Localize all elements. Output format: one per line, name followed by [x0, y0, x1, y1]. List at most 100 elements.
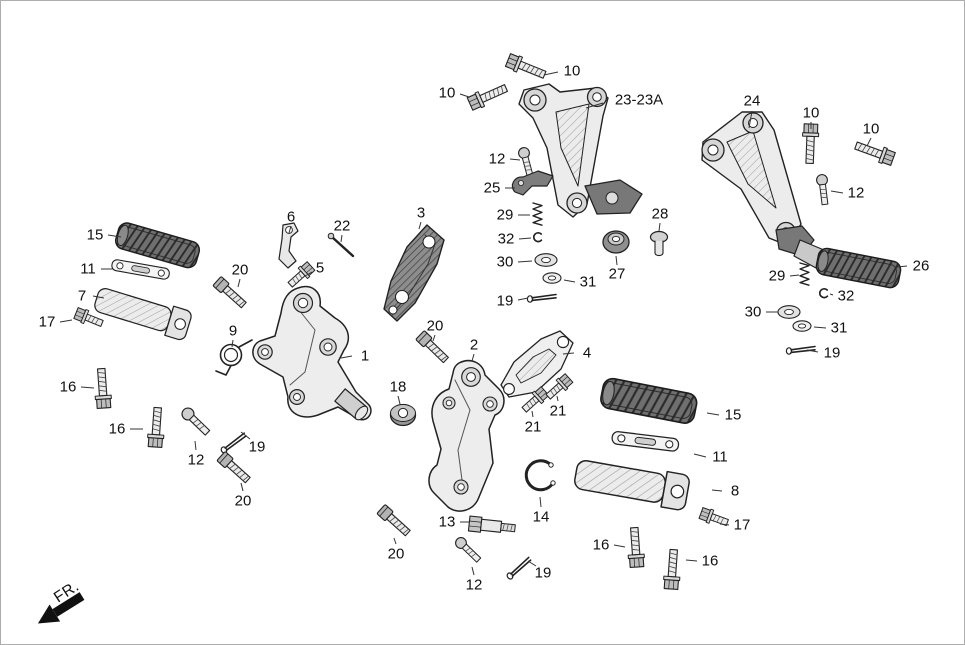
leader-line-31 [563, 279, 576, 283]
callout-12: 12 [466, 577, 483, 594]
leader-line-8 [711, 489, 723, 492]
callout-17: 17 [734, 517, 751, 534]
leader-line-14 [539, 496, 542, 508]
callout-21: 21 [550, 403, 567, 420]
callout-23-23A: 23-23A [615, 92, 663, 109]
leader-line-29 [789, 274, 800, 277]
callout-20: 20 [232, 262, 249, 279]
callout-9: 9 [229, 323, 237, 340]
leader-line-20 [393, 537, 397, 545]
callout-16: 16 [702, 553, 719, 570]
part-step-bracket-24 [701, 111, 815, 257]
part-washer-31-top [542, 272, 562, 284]
callout-30: 30 [745, 304, 762, 321]
leader-line-12 [471, 566, 475, 576]
callout-13: 13 [439, 514, 456, 531]
callout-10: 10 [564, 63, 581, 80]
diagram-parts [72, 52, 903, 591]
part-switch-bolt-13 [467, 515, 516, 533]
callout-15: 15 [87, 227, 104, 244]
leader-line-7 [92, 295, 105, 299]
part-main-bracket-2 [428, 359, 505, 512]
callout-16: 16 [593, 537, 610, 554]
leader-line-10 [459, 93, 470, 98]
leader-line-16 [685, 559, 698, 562]
leader-line-26 [896, 265, 908, 268]
leader-line-32 [829, 293, 834, 296]
leader-line-19 [517, 297, 529, 301]
part-footpeg-26 [793, 239, 903, 290]
callout-31: 31 [580, 274, 597, 291]
leader-line-22 [340, 234, 343, 243]
leader-line-11 [693, 453, 707, 458]
leader-line-3 [418, 221, 422, 230]
callout-32: 32 [838, 288, 855, 305]
leader-line-28 [658, 222, 661, 232]
callout-19: 19 [497, 293, 514, 310]
callout-2: 2 [470, 337, 478, 354]
part-pin-28 [649, 230, 669, 257]
part-pin-22 [327, 232, 355, 258]
callout-19: 19 [249, 439, 266, 456]
callout-11: 11 [712, 449, 728, 466]
callout-31: 31 [831, 320, 848, 337]
callout-25: 25 [484, 180, 501, 197]
callout-12: 12 [188, 452, 205, 469]
leader-line-18 [397, 395, 401, 405]
callout-26: 26 [913, 258, 930, 275]
callout-20: 20 [427, 318, 444, 335]
leader-line-17 [59, 319, 73, 323]
callout-27: 27 [609, 266, 626, 283]
leader-line-12 [830, 190, 844, 194]
leader-line-12 [509, 158, 521, 161]
callout-4: 4 [583, 345, 591, 362]
callout-22: 22 [334, 218, 351, 235]
callout-10: 10 [439, 85, 456, 102]
callout-1: 1 [361, 348, 369, 365]
leader-line-23-23A [585, 102, 604, 109]
leader-line-19 [240, 431, 251, 440]
leader-line-27 [615, 255, 618, 266]
callout-16: 16 [109, 421, 126, 438]
leader-line-2 [471, 353, 475, 362]
leader-line-21 [556, 395, 559, 402]
leader-line-30 [517, 260, 533, 263]
callout-7: 7 [78, 288, 86, 305]
callout-10: 10 [863, 121, 880, 138]
part-bracket-6 [278, 222, 299, 269]
part-bushing-27 [602, 230, 630, 254]
callout-30: 30 [497, 254, 514, 271]
leader-line-20 [240, 482, 244, 492]
leader-line-32 [518, 237, 532, 240]
part-washer-31-right [792, 320, 812, 332]
callout-19: 19 [824, 345, 841, 362]
leader-line-20 [432, 334, 436, 342]
leader-line-19 [806, 349, 819, 353]
leader-line-10 [543, 71, 559, 76]
leader-line-4 [562, 352, 575, 355]
leader-line-24 [748, 110, 753, 129]
leader-line-16 [613, 544, 626, 548]
callout-5: 5 [316, 260, 324, 277]
part-washer-30-top [534, 253, 558, 267]
callout-28: 28 [652, 206, 669, 223]
leader-line-12 [194, 440, 197, 451]
callout-19: 19 [535, 565, 552, 582]
leader-line-15 [706, 412, 720, 416]
leader-line-21 [531, 410, 534, 418]
leader-line-16 [80, 386, 95, 389]
part-heel-guard-3 [383, 224, 445, 322]
callout-6: 6 [287, 209, 295, 226]
part-main-bracket-1 [252, 285, 372, 421]
callout-32: 32 [498, 231, 515, 248]
part-step-bracket-assembly-23 [518, 83, 643, 218]
leader-line-17 [719, 523, 730, 526]
callout-11: 11 [80, 261, 96, 278]
part-washer-30-right [777, 305, 801, 319]
leader-line-19 [527, 560, 537, 567]
callout-18: 18 [390, 379, 407, 396]
fr-arrow-icon [37, 592, 85, 624]
leader-line-20 [237, 278, 241, 288]
